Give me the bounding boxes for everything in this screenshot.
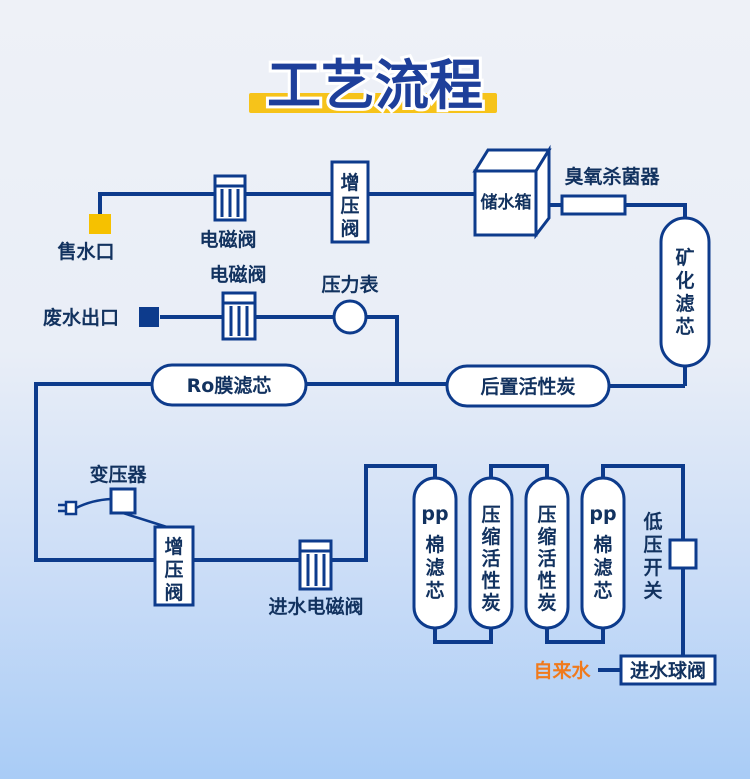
pipe-inlet-filters — [331, 464, 437, 562]
pp1-char: pp — [421, 503, 448, 525]
valve-mid-label: 电磁阀 — [209, 263, 266, 286]
pp2-char: 棉 — [593, 533, 612, 556]
low-switch-char: 开 — [643, 557, 662, 579]
sale-outlet-marker — [89, 214, 111, 234]
carbon1-char: 缩 — [481, 525, 500, 548]
mineral-filter — [659, 216, 711, 368]
pp1-char: 芯 — [425, 579, 444, 602]
post-carbon-filter — [445, 364, 611, 408]
gauge-label: 压力表 — [321, 273, 379, 296]
carbon2-char: 性 — [537, 569, 556, 592]
carbon2-char: 缩 — [537, 525, 556, 548]
transformer-label: 变压器 — [89, 463, 147, 486]
inlet-solenoid-valve-icon — [298, 539, 333, 591]
ro-membrane-filter — [150, 363, 308, 407]
pp2-char: pp — [589, 503, 616, 525]
pp1-char: 滤 — [425, 557, 444, 579]
ozone-label: 臭氧杀菌器 — [564, 165, 660, 188]
booster-top-char: 阀 — [340, 217, 359, 240]
pipe-f4-switch — [601, 464, 685, 540]
booster-valve-top — [330, 160, 370, 244]
power-plug-icon — [58, 497, 112, 516]
booster-low-char: 压 — [164, 559, 183, 581]
water-tank-icon — [472, 144, 552, 240]
pp-filter-2 — [580, 476, 626, 630]
mineral-char: 滤 — [675, 293, 694, 315]
waste-outlet-label: 废水出口 — [43, 306, 119, 329]
sale-outlet-label: 售水口 — [56, 240, 114, 263]
carbon-filter-2 — [524, 476, 570, 630]
ball-valve-label: 进水球阀 — [630, 659, 706, 682]
mineral-char: 矿 — [675, 246, 694, 269]
inlet-valve-label: 进水电磁阀 — [268, 595, 363, 618]
booster-valve-low — [153, 525, 195, 607]
booster-low-char: 增 — [164, 535, 183, 558]
low-switch-char: 关 — [643, 579, 662, 602]
transformer-box — [109, 487, 137, 515]
carbon1-char: 性 — [481, 569, 500, 592]
low-pressure-switch — [668, 538, 698, 570]
tap-water-label: 自来水 — [533, 659, 591, 682]
mineral-char: 化 — [675, 269, 694, 292]
booster-low-char: 阀 — [164, 581, 183, 604]
post-carbon-label: 后置活性炭 — [480, 375, 575, 398]
pp1-char: 棉 — [425, 533, 444, 556]
waste-outlet-marker — [139, 307, 159, 327]
pipe-ozone-mineral — [625, 203, 687, 218]
booster-top-char: 压 — [340, 195, 359, 217]
pp2-char: 芯 — [593, 579, 612, 602]
pipe-gauge — [366, 315, 399, 384]
low-switch-char: 压 — [643, 534, 662, 556]
title-underline — [249, 93, 497, 113]
page-title: 工艺流程 — [267, 54, 483, 117]
ball-valve — [619, 654, 717, 686]
pipes — [34, 192, 687, 672]
pipe-f1-f2 — [433, 626, 493, 644]
carbon2-char: 炭 — [537, 592, 556, 614]
pipe-top — [98, 192, 476, 214]
carbon2-char: 活 — [537, 547, 556, 570]
carbon1-char: 炭 — [481, 592, 500, 614]
carbon2-char: 压 — [537, 504, 556, 526]
carbon1-char: 活 — [481, 547, 500, 570]
valve-top-label: 电磁阀 — [199, 228, 256, 251]
solenoid-valve-top-icon — [213, 174, 247, 222]
pp2-char: 滤 — [593, 557, 612, 579]
ozone-sterilizer — [560, 194, 627, 216]
pp-filter-1 — [412, 476, 458, 630]
pipe-f3-f4 — [545, 626, 605, 644]
booster-top-char: 增 — [340, 171, 359, 194]
tank-label: 储水箱 — [481, 192, 532, 213]
carbon-filter-1 — [468, 476, 514, 630]
pipe-left-loop — [34, 382, 155, 562]
pressure-gauge-icon — [332, 299, 368, 335]
carbon1-char: 压 — [481, 504, 500, 526]
mineral-char: 芯 — [675, 315, 694, 338]
ro-label: Ro膜滤芯 — [187, 374, 272, 397]
pipe-f2-f3 — [489, 464, 549, 480]
solenoid-valve-mid-icon — [221, 291, 257, 341]
low-switch-char: 低 — [642, 510, 662, 533]
